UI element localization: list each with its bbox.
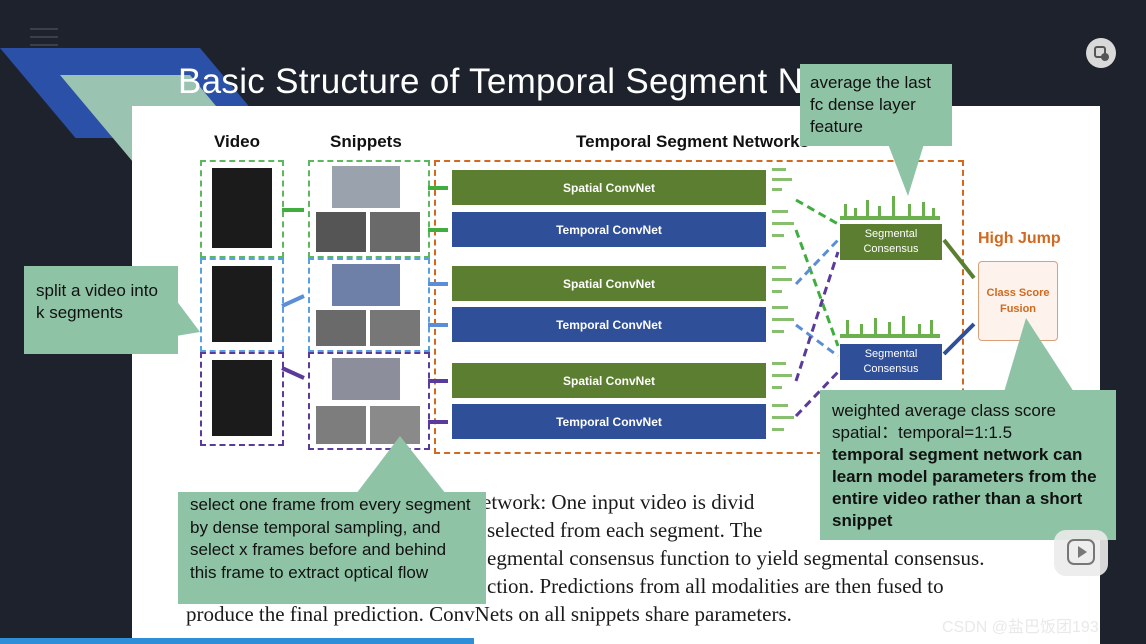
callout-weighted-line-2: spatial：temporal=1:1.5 — [832, 423, 1013, 442]
callout-split-video: split a video into k segments — [24, 266, 178, 354]
caption-line-2: selected from each segment. The — [487, 518, 763, 542]
menu-icon[interactable] — [30, 28, 58, 48]
video-segment-3 — [200, 352, 284, 446]
arrow-video-to-snippet-3 — [281, 366, 305, 380]
caption-line-3: egmental consensus function to yield seg… — [487, 546, 985, 570]
snippet-group-1 — [308, 160, 430, 258]
tsn-column-header: Temporal Segment Networks — [576, 132, 810, 151]
video-column-header: Video — [214, 132, 260, 151]
video-progress-bar[interactable] — [0, 638, 474, 644]
class-score-fusion: Class Score Fusion — [978, 261, 1058, 341]
tsn-box — [434, 160, 964, 454]
snippet-group-2 — [308, 258, 430, 352]
callout-weighted-line-1: weighted average class score — [832, 401, 1056, 420]
figure-connectors — [281, 168, 976, 431]
temporal-convnet-2: Temporal ConvNet — [452, 307, 766, 342]
callout-weighted-line-3: temporal segment network can learn model… — [832, 445, 1097, 530]
spatial-convnet-3: Spatial ConvNet — [452, 363, 766, 398]
callout-pointer-average — [888, 144, 924, 196]
snippets-column-header: Snippets — [330, 132, 402, 151]
caption-line-4: ction. Predictions from all modalities a… — [487, 574, 944, 598]
play-icon — [1067, 539, 1095, 565]
callout-pointer-select — [356, 436, 446, 494]
spatial-convnet-2: Spatial ConvNet — [452, 266, 766, 301]
snippet-group-3 — [308, 352, 430, 450]
callout-pointer-split — [176, 300, 200, 336]
callout-average-feature: average the last fc dense layer feature — [800, 64, 952, 146]
class-label: High Jump — [978, 230, 1061, 247]
callout-select-frame: select one frame from every segment by d… — [178, 492, 486, 604]
caption-line-5: produce the final prediction. ConvNets o… — [186, 602, 792, 626]
temporal-convnet-3: Temporal ConvNet — [452, 404, 766, 439]
segmental-consensus-spatial: Segmental Consensus — [840, 224, 942, 260]
screen-record-icon[interactable] — [1086, 38, 1116, 68]
callout-weighted-score: weighted average class score spatial：tem… — [820, 390, 1116, 540]
watermark: CSDN @盐巴饭团193 — [942, 619, 1099, 636]
caption-line-1: etwork: One input video is divid — [482, 490, 755, 514]
callout-pointer-weighted — [1004, 318, 1074, 392]
temporal-convnet-1: Temporal ConvNet — [452, 212, 766, 247]
segmental-consensus-temporal: Segmental Consensus — [840, 344, 942, 380]
spatial-convnet-1: Spatial ConvNet — [452, 170, 766, 205]
video-segment-2 — [200, 258, 284, 352]
arrow-video-to-snippet-2 — [281, 294, 305, 308]
play-button[interactable] — [1054, 530, 1108, 576]
